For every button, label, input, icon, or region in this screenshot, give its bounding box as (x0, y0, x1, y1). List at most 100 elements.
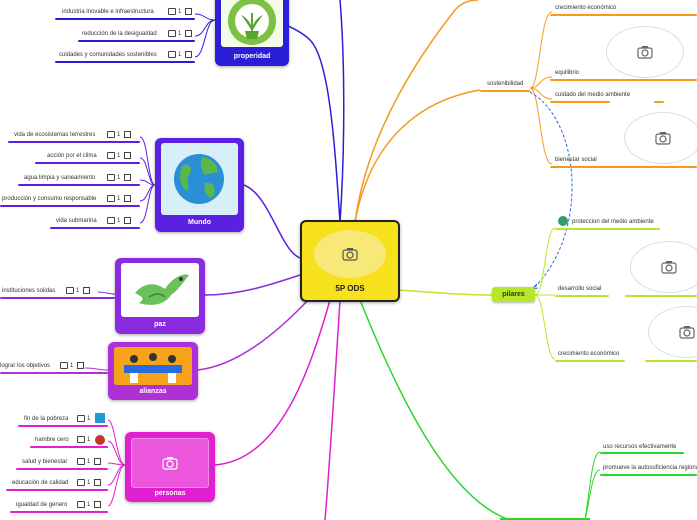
leaf-personas-2[interactable]: salud y bienestar (22, 458, 67, 466)
leaf-meta: 1 (77, 415, 90, 422)
link-icon[interactable] (185, 8, 193, 15)
comment-icon[interactable] (168, 30, 176, 37)
sostenibilidad-topic[interactable]: sostenibilidad (487, 80, 523, 88)
image-placeholder (624, 112, 697, 164)
leaf-label: cuidades y comunidades sostenibles (59, 52, 157, 58)
leaf-mundo-4[interactable]: vida submarina (56, 217, 97, 225)
link-icon[interactable] (185, 30, 193, 37)
leaf-meta: 1 (66, 287, 91, 295)
leaf-pilares-0[interactable]: proteccion del medio ambiente (572, 218, 654, 226)
mundo-image (161, 143, 238, 215)
leaf-personas-4[interactable]: igualdad de genero (16, 501, 67, 509)
leaf-label: proteccion del medio ambiente (572, 219, 654, 225)
leaf-sost-3[interactable]: bienestar social (555, 156, 597, 164)
leaf-label: acción por el clima (47, 153, 97, 159)
leaf-underline (0, 372, 108, 374)
leaf-green-0[interactable]: uso recursos efectivamente (603, 443, 676, 451)
link-icon[interactable] (124, 131, 132, 138)
leaf-label: sostenibilidad (487, 81, 524, 87)
leaf-underline (0, 205, 140, 207)
link-icon[interactable] (94, 479, 102, 486)
link-icon[interactable] (83, 287, 91, 294)
sdg-poverty-icon (95, 413, 105, 423)
leaf-underline (600, 452, 684, 454)
prosperidad-image (221, 0, 283, 47)
link-icon[interactable] (124, 217, 132, 224)
camera-icon (655, 132, 671, 145)
comment-count: 1 (87, 502, 91, 509)
comment-icon[interactable] (168, 51, 176, 58)
leaf-label: cuidado del medio ambiente (555, 92, 631, 98)
alianzas-image (114, 347, 192, 385)
comment-count: 1 (70, 363, 74, 370)
comment-icon[interactable] (60, 362, 68, 369)
central-node[interactable]: 5P ODS (300, 220, 400, 302)
alianzas-node[interactable]: alianzas (108, 342, 198, 400)
central-title: 5P ODS (335, 284, 365, 293)
leaf-sost-2[interactable]: cuidado del medio ambiente (555, 91, 630, 99)
comment-icon[interactable] (77, 501, 85, 508)
link-icon[interactable] (124, 152, 132, 159)
leaf-underline (550, 101, 610, 103)
leaf-underline (550, 14, 697, 16)
leaf-meta: 1 (107, 217, 132, 224)
pilares-node[interactable]: pilares (492, 287, 535, 302)
comment-count: 1 (87, 480, 91, 487)
leaf-green-1[interactable]: promueve la autosuficiencia regional (603, 464, 697, 472)
link-icon[interactable] (94, 501, 102, 508)
leaf-alianzas-0[interactable]: lograr los objetivos (0, 362, 50, 370)
comment-icon[interactable] (107, 217, 115, 224)
leaf-label: hambre cero (35, 437, 69, 443)
link-icon[interactable] (77, 362, 85, 369)
leaf-personas-0[interactable]: fin de la pobreza (24, 415, 68, 423)
paz-title: paz (154, 321, 166, 328)
leaf-mundo-0[interactable]: vida de ecosistemas terrestres (14, 131, 95, 139)
leaf-label: producción y consumo responsable (2, 196, 97, 202)
prosperidad-node[interactable]: properidad (215, 0, 289, 66)
leaf-prosperidad-0[interactable]: industria inovable e infraestructura (62, 8, 154, 16)
comment-icon[interactable] (107, 195, 115, 202)
leaf-mundo-2[interactable]: agua limpia y saneamiento (24, 174, 95, 182)
comment-count: 1 (76, 288, 80, 295)
comment-icon[interactable] (168, 8, 176, 15)
leaf-pilares-2[interactable]: crecimiento económico (558, 350, 619, 358)
comment-count: 1 (87, 459, 91, 466)
leaf-mundo-3[interactable]: producción y consumo responsable (2, 195, 96, 203)
leaf-label: salud y bienestar (22, 459, 68, 465)
link-icon[interactable] (94, 458, 102, 465)
comment-icon[interactable] (66, 287, 74, 294)
leaf-meta: 1 (107, 174, 132, 182)
mundo-title: Mundo (188, 219, 211, 226)
comment-count: 1 (117, 175, 121, 182)
leaf-underline (30, 446, 108, 448)
comment-count: 1 (87, 437, 91, 444)
leaf-sost-0[interactable]: crecimiento económico (555, 4, 616, 12)
leaf-label: fin de la pobreza (24, 416, 69, 422)
leaf-personas-1[interactable]: hambre cero (35, 436, 69, 444)
camera-icon (661, 261, 677, 274)
leaf-label: lograr los objetivos (0, 363, 51, 369)
paz-node[interactable]: paz (115, 258, 205, 334)
comment-icon[interactable] (107, 152, 115, 159)
comment-icon[interactable] (77, 415, 85, 422)
comment-icon[interactable] (77, 479, 85, 486)
comment-icon[interactable] (77, 436, 85, 443)
link-icon[interactable] (124, 195, 132, 202)
leaf-underline (6, 489, 108, 491)
comment-icon[interactable] (107, 131, 115, 138)
mundo-node[interactable]: Mundo (155, 138, 244, 232)
leaf-sost-1[interactable]: equilibrio (555, 69, 579, 77)
leaf-mundo-1[interactable]: acción por el clima (47, 152, 97, 160)
comment-icon[interactable] (77, 458, 85, 465)
link-icon[interactable] (124, 174, 132, 181)
personas-node[interactable]: personas (125, 432, 215, 502)
link-icon[interactable] (185, 51, 193, 58)
leaf-prosperidad-1[interactable]: reducción de la desigualdad (82, 30, 157, 38)
leaf-prosperidad-2[interactable]: cuidades y comunidades sostenibles (59, 51, 157, 59)
leaf-underline-extra (645, 360, 697, 362)
comment-count: 1 (178, 9, 182, 16)
leaf-paz-0[interactable]: instituciones solidas (2, 287, 55, 295)
leaf-pilares-1[interactable]: desarrollo social (558, 285, 601, 293)
comment-icon[interactable] (107, 174, 115, 181)
leaf-personas-3[interactable]: educación de calidad (12, 479, 68, 487)
